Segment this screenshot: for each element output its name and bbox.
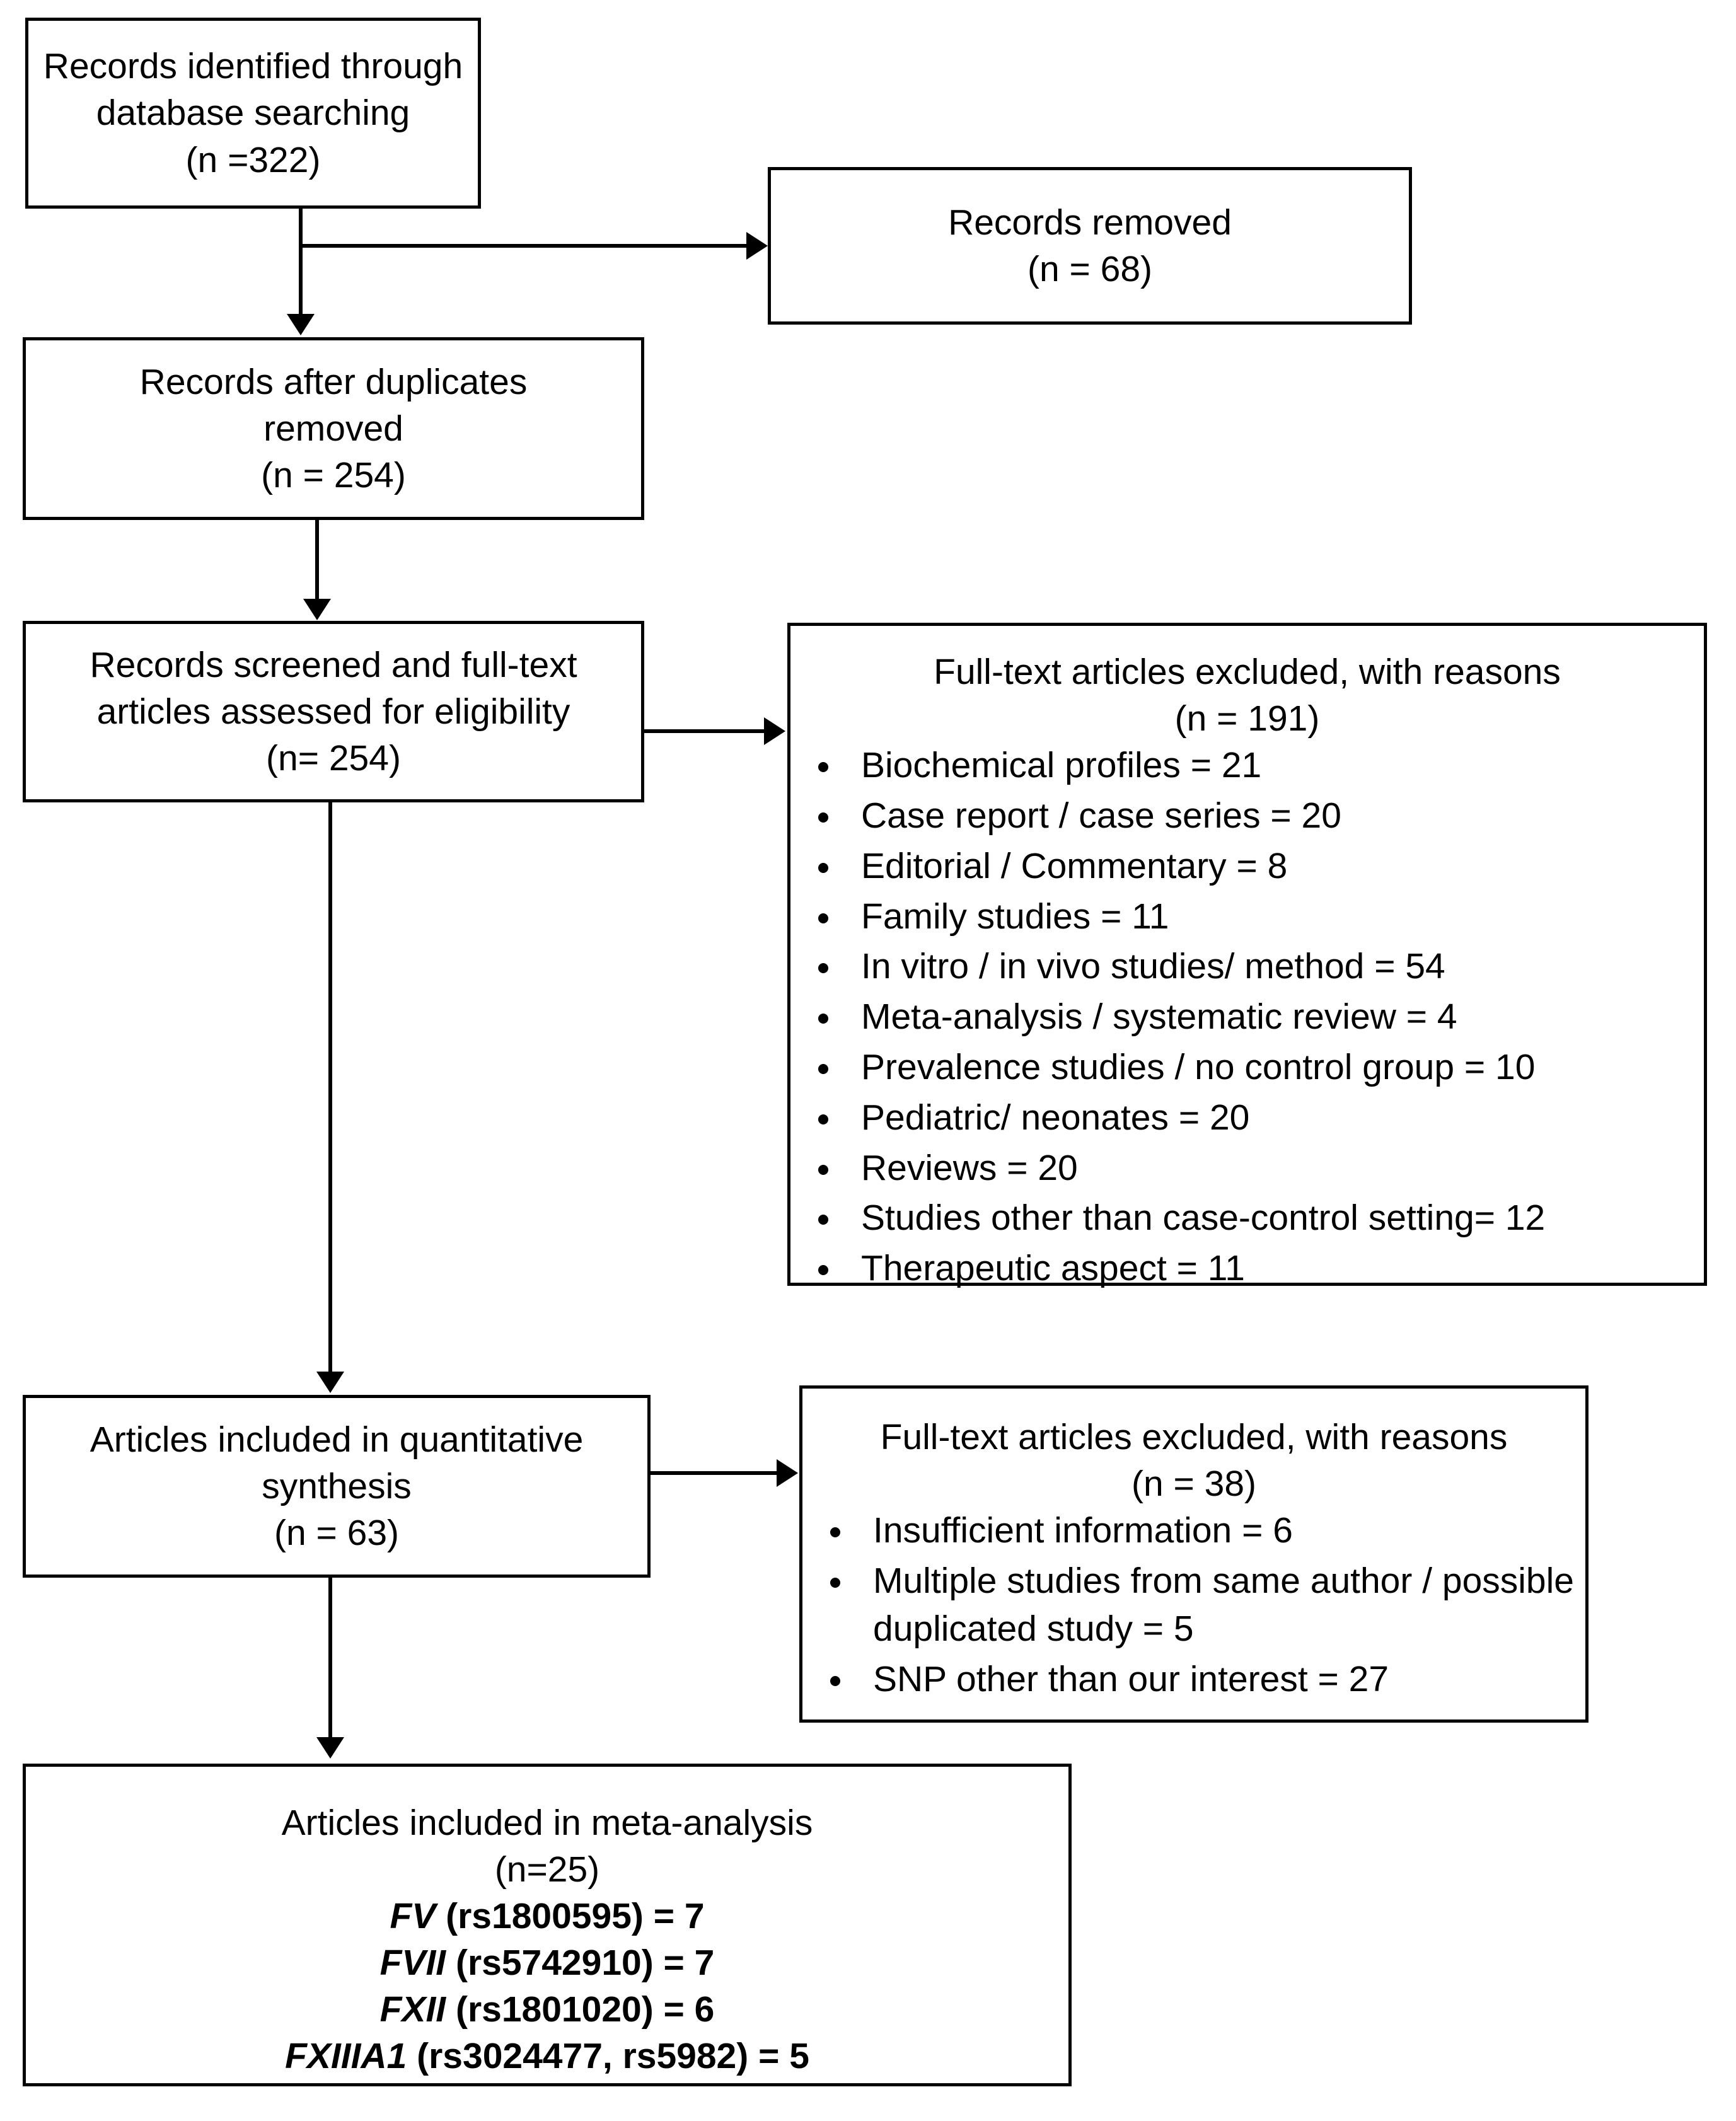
records-identified-line1: Records identified through bbox=[43, 46, 463, 87]
gene-detail-fxiiia1: (rs3024477, rs5982) = 5 bbox=[407, 2036, 809, 2077]
gene-detail-fxii: (rs1801020) = 6 bbox=[446, 1989, 715, 2030]
meta-analysis-gene-row: FV (rs1800595) = 7 bbox=[390, 1893, 704, 1939]
excluded-191-count: (n = 191) bbox=[1174, 698, 1320, 739]
quantitative-synthesis-count: (n = 63) bbox=[274, 1513, 400, 1554]
gene-name-fxii: FXII bbox=[379, 1989, 446, 2030]
box-records-screened: Records screened and full-text articles … bbox=[23, 621, 644, 802]
box-excluded-38: Full-text articles excluded, with reason… bbox=[799, 1385, 1588, 1723]
arrowhead-to-excluded-38 bbox=[777, 1459, 798, 1487]
box-excluded-191: Full-text articles excluded, with reason… bbox=[787, 623, 1707, 1288]
arrowhead-to-excluded-191 bbox=[764, 717, 785, 745]
connector-identified-to-duplicates bbox=[299, 209, 303, 316]
meta-analysis-count: (n=25) bbox=[494, 1849, 600, 1890]
list-item: Case report / case series = 20 bbox=[790, 792, 1704, 840]
box-records-after-duplicates: Records after duplicates removed (n = 25… bbox=[23, 337, 644, 520]
list-item: SNP other than our interest = 27 bbox=[802, 1656, 1585, 1704]
meta-analysis-gene-row: FXIIIA1 (rs3024477, rs5982) = 5 bbox=[285, 2033, 809, 2079]
list-item: Multiple studies from same author / poss… bbox=[802, 1558, 1585, 1653]
arrowhead-to-screened bbox=[303, 599, 331, 620]
records-identified-count: (n =322) bbox=[185, 139, 321, 180]
records-identified-line2: database searching bbox=[96, 93, 410, 134]
list-item: Insufficient information = 6 bbox=[802, 1507, 1585, 1555]
records-removed-label: Records removed bbox=[948, 202, 1232, 243]
arrowhead-to-records-removed bbox=[746, 232, 768, 260]
connector-duplicates-to-screened bbox=[315, 520, 319, 601]
gene-name-fxiiia1: FXIIIA1 bbox=[285, 2036, 407, 2077]
excluded-38-heading: Full-text articles excluded, with reason… bbox=[802, 1414, 1585, 1507]
meta-analysis-line1: Articles included in meta-analysis bbox=[281, 1803, 813, 1843]
connector-quantitative-to-excluded-38 bbox=[651, 1471, 779, 1475]
records-screened-line2: articles assessed for eligibility bbox=[96, 691, 570, 732]
connector-to-records-removed bbox=[299, 244, 748, 248]
excluded-191-heading-line1: Full-text articles excluded, with reason… bbox=[934, 652, 1561, 692]
excluded-191-heading: Full-text articles excluded, with reason… bbox=[790, 649, 1704, 742]
box-meta-analysis: Articles included in meta-analysis (n=25… bbox=[23, 1764, 1072, 2086]
excluded-191-reason-list: Biochemical profiles = 21 Case report / … bbox=[790, 742, 1704, 1295]
excluded-38-heading-line1: Full-text articles excluded, with reason… bbox=[880, 1417, 1508, 1457]
quantitative-synthesis-line2: synthesis bbox=[262, 1465, 412, 1506]
list-item: Family studies = 11 bbox=[790, 893, 1704, 941]
records-after-duplicates-line1: Records after duplicates bbox=[139, 361, 528, 402]
box-records-removed: Records removed (n = 68) bbox=[768, 167, 1412, 325]
excluded-38-reason-list: Insufficient information = 6 Multiple st… bbox=[802, 1507, 1585, 1706]
connector-screened-to-quantitative bbox=[328, 802, 332, 1373]
gene-name-fv: FV bbox=[390, 1896, 436, 1937]
list-item: Therapeutic aspect = 11 bbox=[790, 1245, 1704, 1293]
list-item: Studies other than case-control setting=… bbox=[790, 1194, 1704, 1242]
records-removed-count: (n = 68) bbox=[1027, 249, 1153, 289]
arrowhead-to-duplicates bbox=[287, 314, 315, 335]
list-item: Reviews = 20 bbox=[790, 1145, 1704, 1193]
meta-analysis-gene-row: FXII (rs1801020) = 6 bbox=[380, 1986, 715, 2033]
meta-analysis-gene-row: FVII (rs5742910) = 7 bbox=[380, 1939, 715, 1986]
arrowhead-to-meta-analysis bbox=[316, 1737, 344, 1759]
list-item: Biochemical profiles = 21 bbox=[790, 742, 1704, 790]
arrowhead-to-quantitative bbox=[316, 1372, 344, 1393]
records-screened-line1: Records screened and full-text bbox=[90, 644, 577, 685]
connector-quantitative-to-meta-analysis bbox=[328, 1578, 332, 1739]
list-item: Meta-analysis / systematic review = 4 bbox=[790, 993, 1704, 1041]
gene-detail-fv: (rs1800595) = 7 bbox=[436, 1896, 705, 1937]
list-item: Pediatric/ neonates = 20 bbox=[790, 1094, 1704, 1142]
gene-name-fvii: FVII bbox=[379, 1943, 446, 1984]
list-item: Editorial / Commentary = 8 bbox=[790, 843, 1704, 891]
connector-screened-to-excluded-191 bbox=[644, 729, 767, 733]
records-after-duplicates-count: (n = 254) bbox=[261, 455, 406, 496]
records-after-duplicates-line2: removed bbox=[263, 408, 403, 449]
quantitative-synthesis-line1: Articles included in quantitative bbox=[90, 1419, 584, 1460]
gene-detail-fvii: (rs5742910) = 7 bbox=[446, 1943, 715, 1984]
excluded-38-count: (n = 38) bbox=[1131, 1464, 1257, 1505]
records-screened-count: (n= 254) bbox=[266, 738, 401, 779]
box-records-identified: Records identified through database sear… bbox=[25, 18, 481, 209]
list-item: Prevalence studies / no control group = … bbox=[790, 1044, 1704, 1092]
box-quantitative-synthesis: Articles included in quantitative synthe… bbox=[23, 1395, 651, 1578]
list-item: In vitro / in vivo studies/ method = 54 bbox=[790, 943, 1704, 991]
